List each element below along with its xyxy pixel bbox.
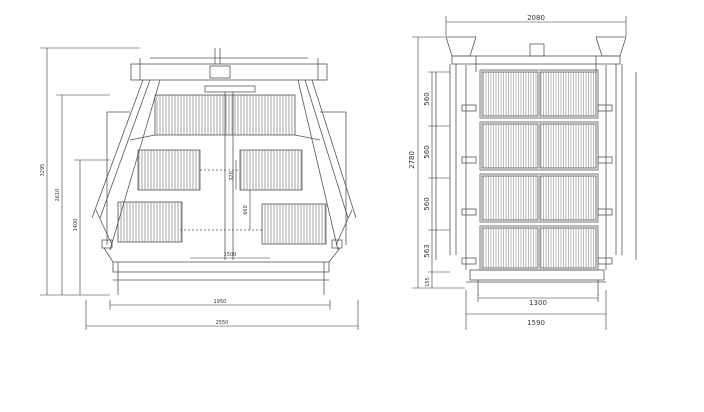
left-cage-tier3-left [117, 201, 183, 243]
right-side-frames [435, 64, 637, 270]
left-base-frame [101, 239, 343, 295]
dim-left-inner-width: 1500 [224, 252, 237, 258]
left-view: 3295 2610 1400 320 660 1500 1950 2550 [40, 47, 359, 330]
dim-right-tier-3: 560 [423, 197, 431, 210]
dim-left-tier-gap-2: 660 [243, 205, 249, 215]
right-view: 2080 2780 560 560 560 563 155 1300 1590 [408, 14, 637, 330]
dim-left-height-3: 1400 [73, 219, 79, 232]
right-cage-tier3 [479, 173, 599, 223]
dim-right-base-width: 1590 [527, 319, 545, 327]
left-top-frame [130, 48, 328, 93]
dim-right-overall-height: 2780 [408, 151, 416, 169]
dim-left-tier-gap: 320 [229, 171, 235, 181]
dim-right-tier-2: 560 [423, 145, 431, 158]
right-cage-tier2 [479, 121, 599, 171]
dim-left-base-width: 1950 [214, 299, 227, 305]
right-dimension-lines [412, 16, 627, 330]
left-cage-tier2-right [239, 149, 303, 191]
dim-right-top-width: 2080 [527, 14, 545, 22]
left-cage-tier2-left [137, 149, 201, 191]
right-base [466, 269, 606, 296]
dim-right-base: 155 [425, 277, 431, 287]
right-cage-tier1 [479, 69, 599, 119]
dim-right-tier-4: 563 [423, 244, 431, 257]
dim-right-tier-1: 560 [423, 92, 431, 105]
right-feeders [461, 104, 613, 265]
dim-right-inner-width: 1300 [529, 299, 547, 307]
dim-left-overall-height: 3295 [40, 164, 46, 177]
right-top-frame [445, 36, 627, 72]
dim-left-height-2: 2610 [55, 189, 61, 202]
right-cage-tier4 [479, 225, 599, 271]
left-dimension-lines [40, 47, 359, 330]
dim-left-overall-width: 2550 [216, 320, 229, 326]
left-dimension-labels: 3295 2610 1400 320 660 1500 1950 2550 [40, 164, 249, 326]
left-cage-tier3-right [261, 203, 327, 245]
right-dimension-labels: 2080 2780 560 560 560 563 155 1300 1590 [408, 14, 547, 327]
